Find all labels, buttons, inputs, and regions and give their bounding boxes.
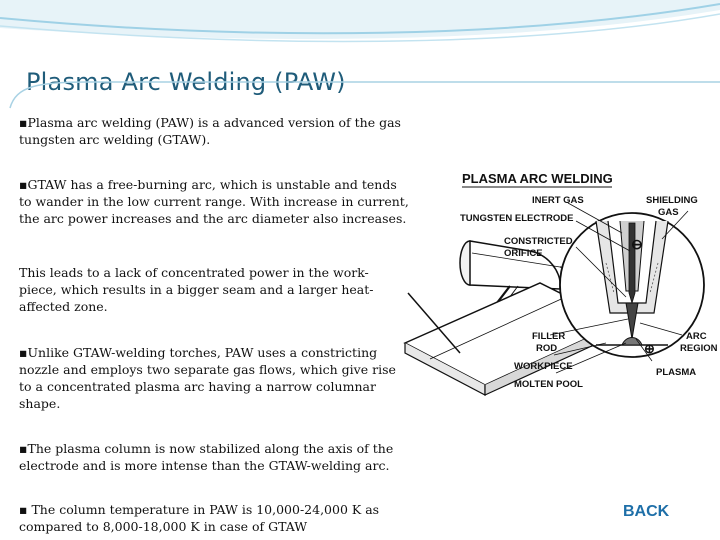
bullet-marker: ▪ [19, 177, 28, 192]
magnified-nozzle-view: ⊖ ⊕ [559, 212, 705, 358]
header-swoosh-decoration [0, 0, 720, 43]
paragraph-column-temperature: ▪ The column temperature in PAW is 10,00… [19, 502, 380, 534]
negative-polarity-symbol: ⊖ [631, 236, 643, 252]
paragraph-plasma-column: ▪The plasma column is now stabilized alo… [19, 441, 394, 473]
paragraph-concentrated-power: This leads to a lack of concentrated pow… [19, 265, 374, 314]
label-arc-region-line1: ARC [686, 331, 707, 342]
plasma-arc-welding-diagram: PLASMA ARC WELDING ⊖ ⊕ [403, 171, 718, 396]
paragraph-paw-intro: ▪Plasma arc welding (PAW) is a advanced … [19, 115, 401, 147]
label-constricted-line2: ORIFICE [504, 248, 543, 259]
label-arc-region-line2: REGION [680, 343, 718, 354]
bullet-marker: ▪ [19, 502, 28, 517]
paragraph-constricting-nozzle: ▪Unlike GTAW-welding torches, PAW uses a… [19, 345, 396, 411]
label-tungsten-electrode: TUNGSTEN ELECTRODE [460, 213, 573, 224]
label-filler-line2: ROD [536, 343, 557, 354]
positive-polarity-symbol: ⊕ [644, 341, 655, 356]
label-shielding-gas-line2: GAS [658, 207, 679, 218]
label-inert-gas: INERT GAS [532, 195, 584, 206]
label-molten-pool: MOLTEN POOL [514, 379, 583, 390]
title-underline-rule [9, 81, 720, 109]
label-plasma: PLASMA [656, 367, 696, 378]
paragraph-gtaw-arc: ▪GTAW has a free-burning arc, which is u… [19, 177, 409, 226]
bullet-marker: ▪ [19, 345, 28, 360]
diagram-title: PLASMA ARC WELDING [462, 171, 613, 186]
label-filler-line1: FILLER [532, 331, 565, 342]
label-workpiece: WORKPIECE [514, 361, 573, 372]
bullet-marker: ▪ [19, 441, 28, 456]
label-shielding-gas-line1: SHIELDING [646, 195, 698, 206]
back-button[interactable]: BACK [623, 503, 670, 520]
bullet-marker: ▪ [19, 115, 28, 130]
label-leader-lines [549, 202, 689, 374]
label-constricted-line1: CONSTRICTED [504, 236, 573, 247]
filler-rod [407, 292, 461, 354]
